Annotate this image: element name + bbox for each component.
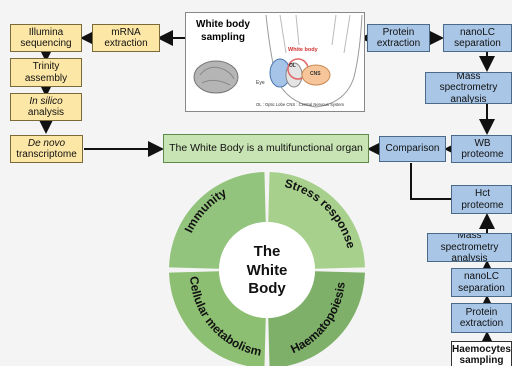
panel-legend: OL : Optic Lobe CNS : Central Nervous Sy…: [256, 102, 345, 107]
protein-extraction-top-label: Protein extraction: [376, 26, 421, 50]
trinity-assembly-box: Trinity assembly: [10, 58, 82, 87]
mass-spec-bottom-label: Mass spectrometry analysis: [440, 233, 499, 262]
white-body-sampling-panel: White body sampling White body OL CNS Ey…: [185, 12, 365, 112]
comparison-label: Comparison: [385, 143, 440, 155]
insilico-label-italic: In silico: [29, 95, 63, 107]
segment-stress-response: [268, 172, 365, 269]
mass-spec-top-box: Mass spectrometry analysis: [425, 72, 512, 104]
wheel-center-label: The White Body: [246, 242, 288, 298]
arrow-hct-to-comparison: [410, 163, 451, 200]
comparison-box: Comparison: [379, 136, 446, 162]
nanolc-separation-top-label: nanoLC separation: [454, 26, 501, 50]
panel-title: White body sampling: [196, 19, 250, 43]
denovo-label-italic: De novo: [27, 137, 66, 149]
cns-shape: [301, 64, 331, 86]
segment-haematopoiesis: [268, 271, 365, 366]
head-outline: [265, 14, 363, 108]
haemocytes-sampling-label: Haemocytes sampling: [452, 343, 511, 366]
haemocytes-sampling-box: Haemocytes sampling: [451, 341, 512, 366]
octopus-anatomy-illustration: [193, 14, 363, 108]
hct-proteome-box: Hct proteome: [451, 185, 512, 214]
illumina-sequencing-label: Illumina sequencing: [20, 26, 72, 50]
wb-proteome-box: WB proteome: [451, 135, 512, 163]
wb-proteome-label: WB proteome: [461, 137, 504, 161]
denovo-transcriptome-box: De novo transcriptome: [10, 135, 83, 163]
white-body-tag: White body: [288, 47, 318, 53]
segment-immunity: [169, 172, 266, 269]
nanolc-separation-bottom-label: nanoLC separation: [458, 271, 505, 294]
hct-proteome-label: Hct proteome: [461, 188, 504, 211]
ol-tag: OL: [289, 63, 296, 69]
eye-tag: Eye: [256, 80, 265, 86]
mantle-lines: [279, 14, 351, 54]
brain-blob: [193, 60, 239, 94]
protein-extraction-bottom-label: Protein extraction: [459, 306, 504, 330]
illumina-sequencing-box: Illumina sequencing: [10, 24, 82, 52]
cns-tag: CNS: [310, 71, 321, 77]
conclusion-label: The White Body is a multifunctional orga…: [169, 142, 363, 155]
mrna-extraction-box: mRNA extraction: [92, 24, 160, 52]
mrna-extraction-label: mRNA extraction: [104, 26, 148, 50]
conclusion-box: The White Body is a multifunctional orga…: [163, 134, 369, 163]
denovo-label-rest: transcriptome: [16, 149, 77, 160]
trinity-assembly-label: Trinity assembly: [24, 61, 68, 84]
segment-cellular-metabolism: [169, 271, 266, 366]
nanolc-separation-bottom-box: nanoLC separation: [451, 268, 512, 297]
mass-spec-top-label: Mass spectrometry analysis: [439, 72, 498, 104]
insilico-label-rest: analysis: [27, 107, 65, 118]
wheel-center-circle: [219, 222, 315, 318]
protein-extraction-top-box: Protein extraction: [367, 24, 430, 52]
insilico-analysis-box: In silico analysis: [10, 93, 82, 121]
protein-extraction-bottom-box: Protein extraction: [451, 303, 512, 333]
mass-spec-bottom-box: Mass spectrometry analysis: [427, 233, 512, 262]
